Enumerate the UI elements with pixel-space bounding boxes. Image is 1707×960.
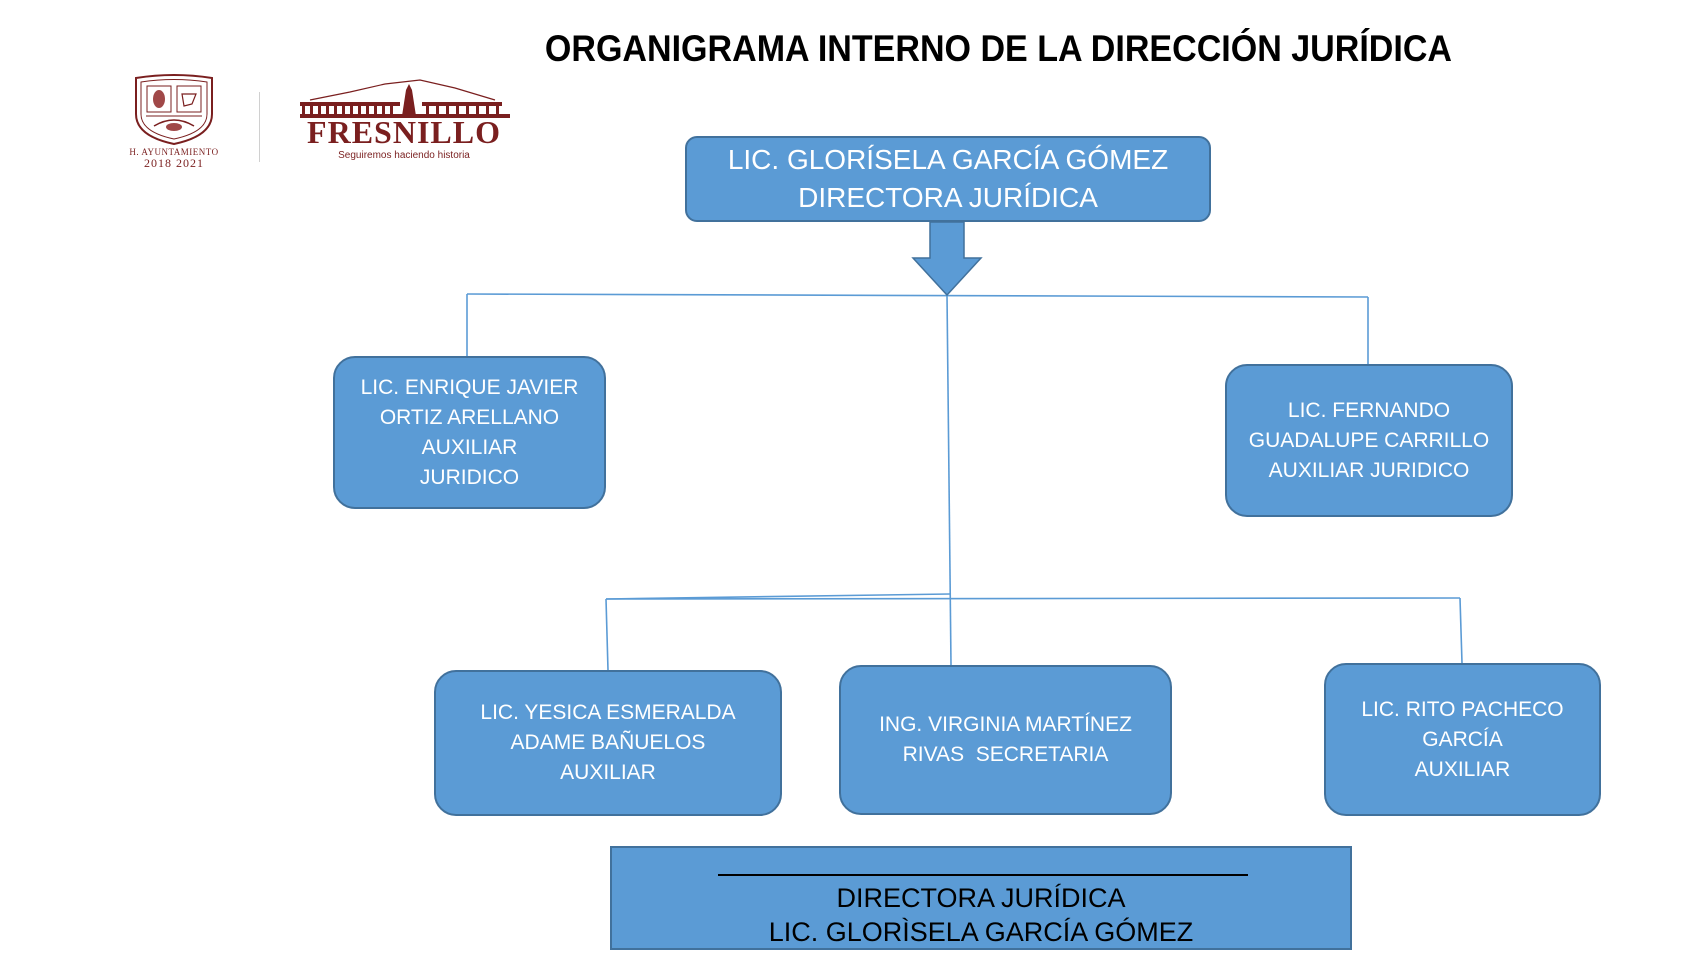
ayuntamiento-caption: H. AYUNTAMIENTO 2018 2021 (118, 147, 230, 170)
node-line: AUXILIAR JURIDICO (1268, 458, 1470, 482)
fresnillo-wordmark: FRESNILLO (307, 114, 501, 150)
ayuntamiento-years: 2018 2021 (144, 156, 204, 170)
director-role: DIRECTORA JURÍDICA (798, 182, 1098, 213)
node-line: LIC. FERNANDO (1287, 398, 1451, 422)
node-line: AUXILIAR (560, 761, 656, 784)
connector-rito-drop (1459, 597, 1463, 664)
connector-level1-horizontal (466, 293, 1369, 298)
org-node-enrique: LIC. ENRIQUE JAVIER ORTIZ ARELLANO AUXIL… (333, 356, 606, 509)
node-line: ING. VIRGINIA MARTÍNEZ (879, 713, 1132, 736)
ayuntamiento-label: H. AYUNTAMIENTO (129, 147, 219, 157)
node-line: GUADALUPE CARRILLO (1248, 428, 1490, 452)
fresnillo-skyline-icon (300, 79, 510, 118)
director-name: LIC. GLORÍSELA GARCÍA GÓMEZ (727, 144, 1169, 175)
municipal-shield-icon (135, 74, 213, 146)
signature-role: DIRECTORA JURÍDICA (836, 883, 1126, 913)
node-line: JURIDICO (419, 465, 520, 489)
down-arrow-icon (911, 221, 983, 297)
page-title: ORGANIGRAMA INTERNO DE LA DIRECCIÓN JURÍ… (544, 28, 1453, 69)
node-line: AUXILIAR (421, 435, 518, 459)
org-node-rito: LIC. RITO PACHECO GARCÍA AUXILIAR (1324, 663, 1601, 816)
signature-name: LIC. GLORÌSELA GARCÍA GÓMEZ (768, 917, 1194, 947)
connector-yesica-drop (605, 598, 609, 671)
org-node-yesica: LIC. YESICA ESMERALDA ADAME BAÑUELOS AUX… (434, 670, 782, 816)
org-node-fernando: LIC. FERNANDO GUADALUPE CARRILLO AUXILIA… (1225, 364, 1513, 517)
node-line: GARCÍA (1422, 727, 1503, 751)
connector-level2-horizontal (605, 597, 1461, 600)
node-line: LIC. ENRIQUE JAVIER (360, 375, 579, 399)
connector-level2-horizontal-mid (605, 593, 951, 600)
node-line: LIC. YESICA ESMERALDA (480, 701, 736, 724)
org-node-director: LIC. GLORÍSELA GARCÍA GÓMEZ DIRECTORA JU… (685, 136, 1211, 222)
node-line: AUXILIAR (1414, 757, 1511, 781)
node-line: LIC. RITO PACHECO (1361, 697, 1564, 721)
node-line: RIVAS SECRETARIA (902, 743, 1109, 766)
org-node-virginia: ING. VIRGINIA MARTÍNEZ RIVAS SECRETARIA (839, 665, 1172, 815)
logo-divider (259, 92, 260, 162)
connector-trunk (946, 294, 952, 666)
node-line: ADAME BAÑUELOS (510, 731, 706, 754)
signature-block: DIRECTORA JURÍDICA LIC. GLORÌSELA GARCÍA… (610, 846, 1352, 950)
signature-line (718, 874, 1248, 876)
fresnillo-tagline: Seguiremos haciendo historia (338, 150, 470, 161)
node-line: ORTIZ ARELLANO (379, 405, 560, 429)
